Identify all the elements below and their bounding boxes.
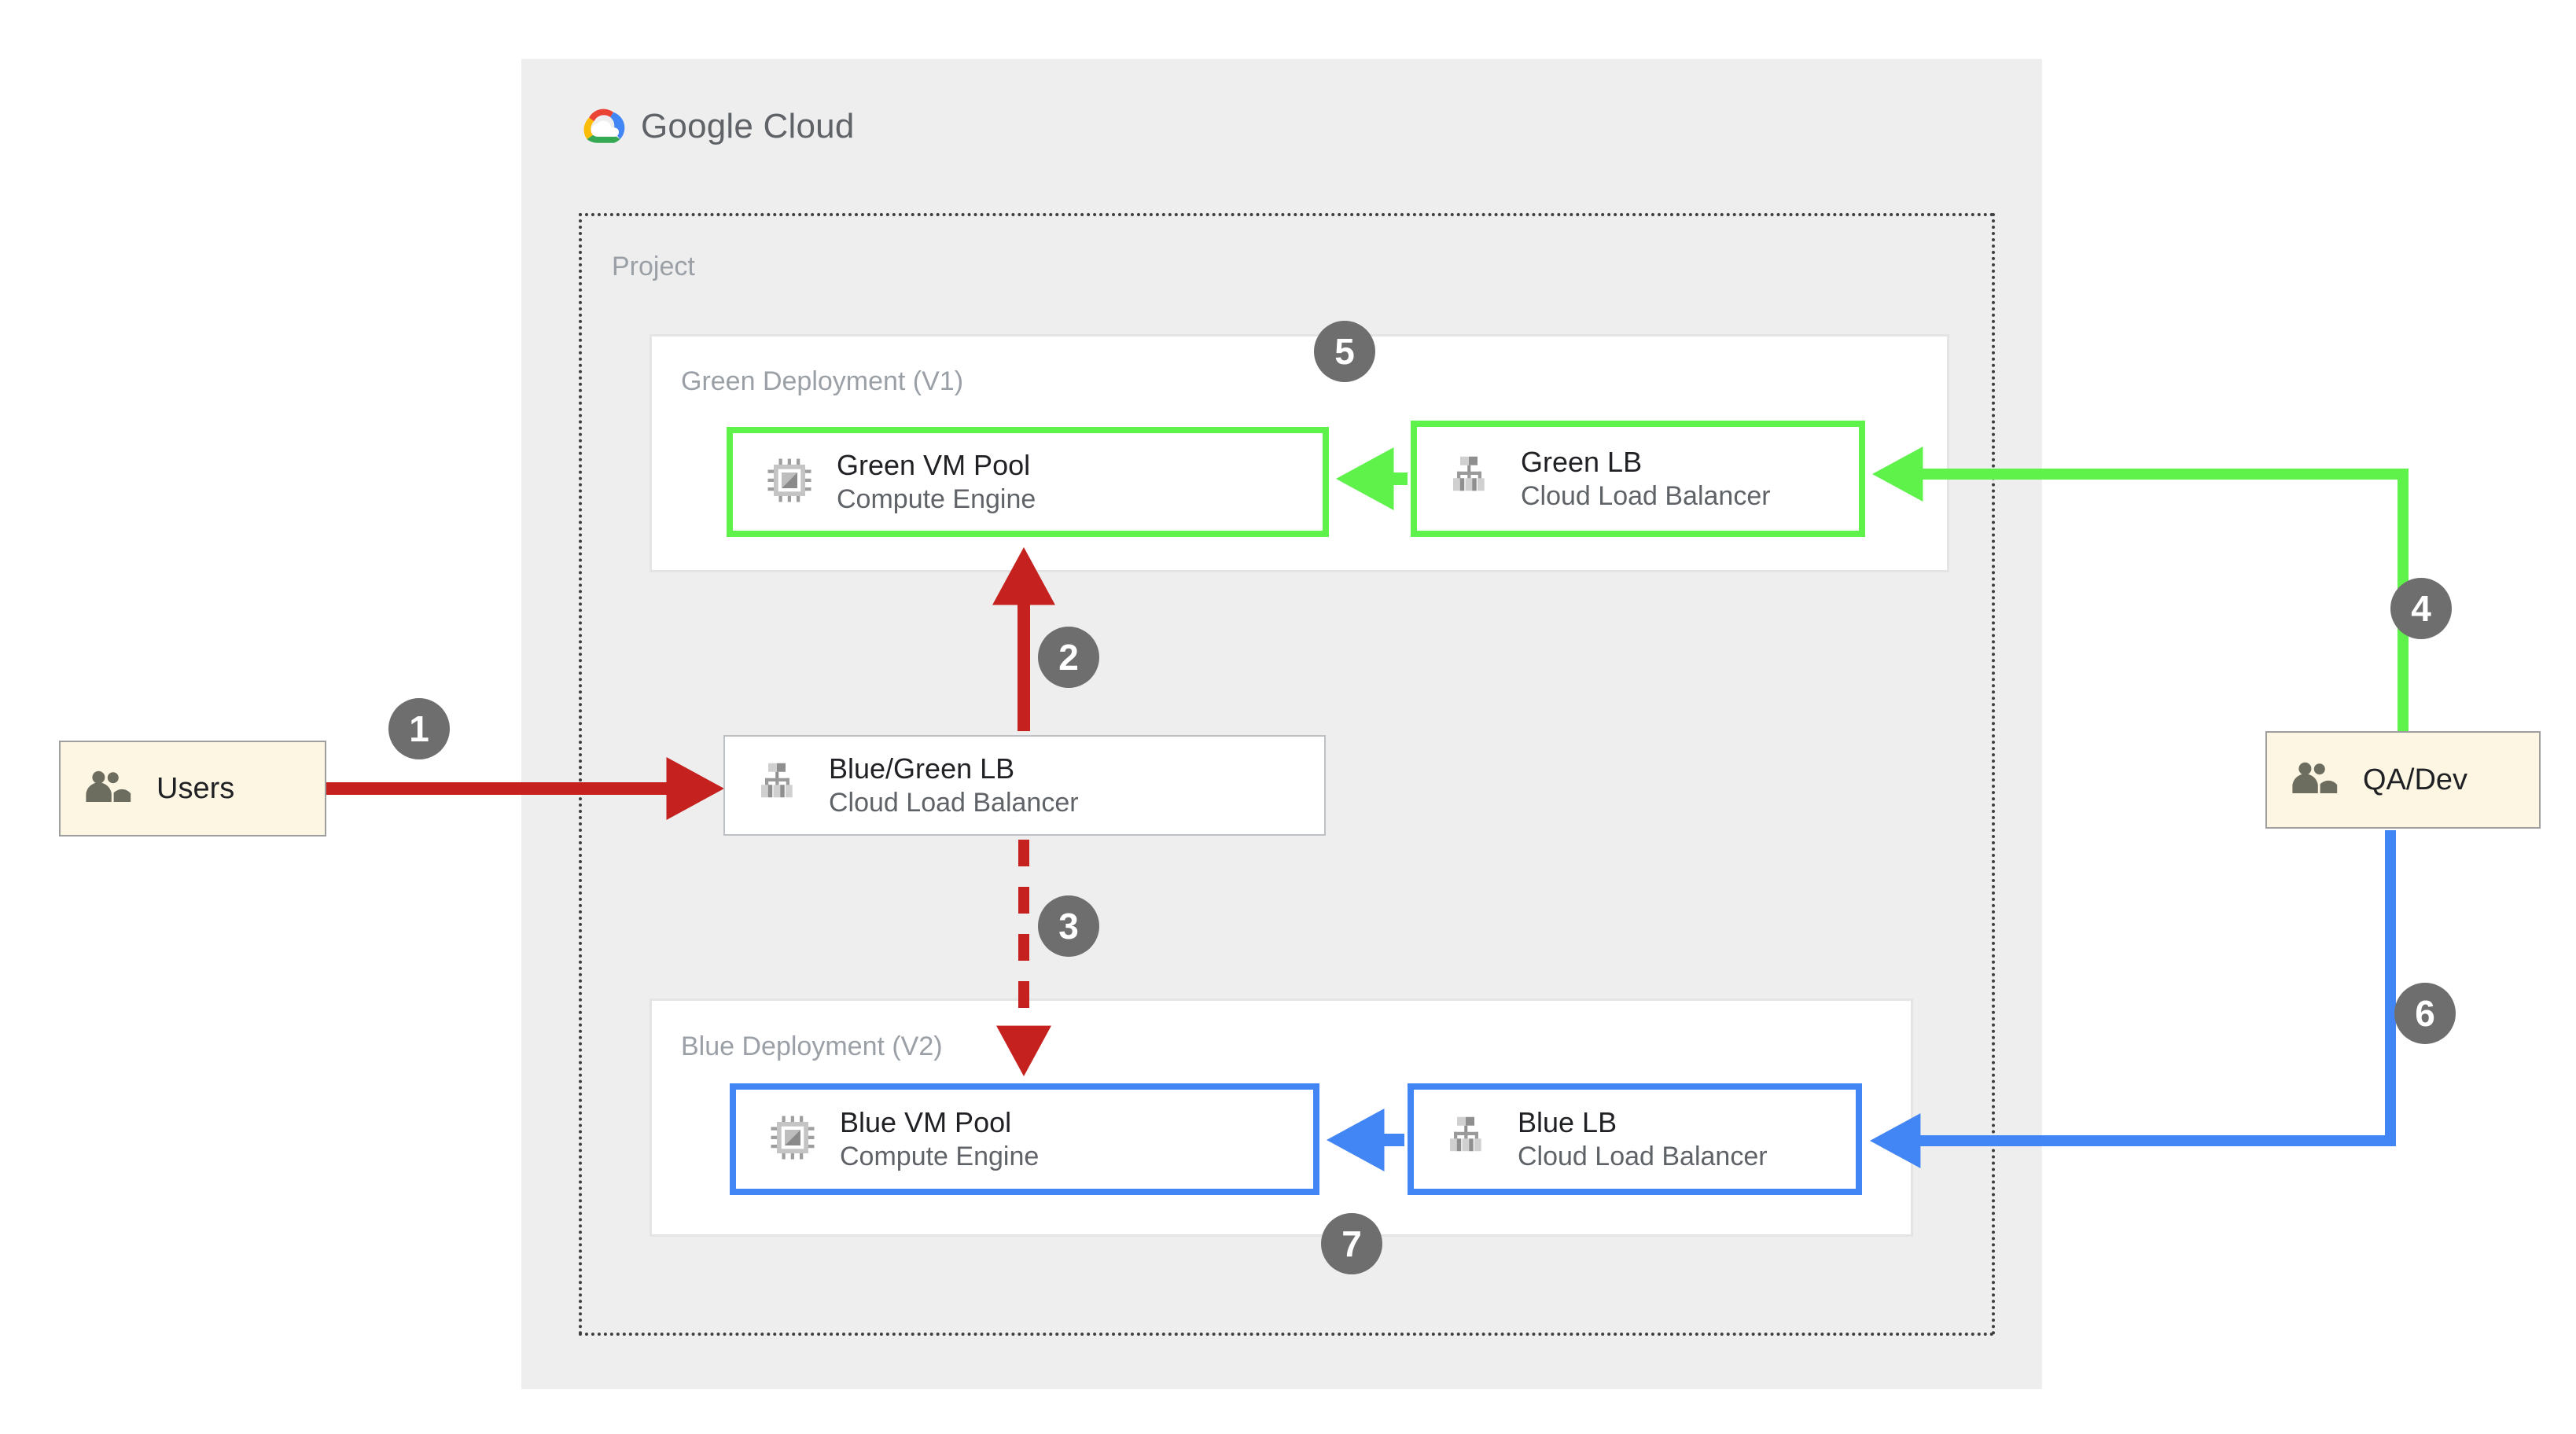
cloud-load-balancer-icon <box>1450 454 1497 504</box>
actor-label: QA/Dev <box>2363 763 2468 796</box>
google-cloud-mark-icon <box>583 108 625 143</box>
cloud-load-balancer-icon <box>758 761 805 811</box>
people-group-icon <box>84 770 133 807</box>
google-cloud-wordmark: Google Cloud <box>641 107 855 146</box>
card-title: Blue VM Pool <box>840 1106 1012 1139</box>
step-badge-5: 5 <box>1314 321 1375 382</box>
card-title: Green VM Pool <box>837 449 1031 482</box>
cloud-load-balancer-icon <box>1447 1115 1494 1164</box>
step-badge-4: 4 <box>2390 578 2452 639</box>
green-deployment-title: Green Deployment (V1) <box>681 366 964 396</box>
card-green-vm-pool[interactable]: Green VM Pool Compute Engine <box>727 427 1329 537</box>
card-subtitle: Compute Engine <box>837 484 1036 515</box>
card-title: Blue/Green LB <box>829 752 1015 785</box>
card-title: Blue LB <box>1518 1106 1617 1139</box>
card-blue-lb[interactable]: Blue LB Cloud Load Balancer <box>1408 1083 1862 1195</box>
compute-engine-chip-icon <box>766 457 813 508</box>
brand-google: Google <box>641 107 754 145</box>
compute-engine-chip-icon <box>769 1114 816 1165</box>
brand-cloud: Cloud <box>763 107 855 145</box>
actor-users[interactable]: Users <box>59 741 326 836</box>
blue-deployment-title: Blue Deployment (V2) <box>681 1031 943 1061</box>
step-badge-2: 2 <box>1038 627 1099 688</box>
project-boundary <box>579 213 1995 1336</box>
card-title: Green LB <box>1521 446 1643 479</box>
actor-qa-dev[interactable]: QA/Dev <box>2265 731 2541 829</box>
people-group-icon <box>2291 762 2339 799</box>
step-badge-7: 7 <box>1321 1213 1382 1274</box>
step-badge-6: 6 <box>2394 983 2456 1044</box>
card-subtitle: Cloud Load Balancer <box>1518 1142 1768 1172</box>
card-subtitle: Cloud Load Balancer <box>829 788 1079 818</box>
step-badge-3: 3 <box>1038 895 1099 957</box>
card-subtitle: Compute Engine <box>840 1142 1040 1172</box>
google-cloud-logo: Google Cloud <box>580 106 855 147</box>
project-label: Project <box>612 252 695 281</box>
card-subtitle: Cloud Load Balancer <box>1521 481 1771 512</box>
card-blue-vm-pool[interactable]: Blue VM Pool Compute Engine <box>730 1083 1319 1195</box>
actor-label: Users <box>156 771 235 805</box>
step-badge-1: 1 <box>388 698 450 759</box>
card-green-lb[interactable]: Green LB Cloud Load Balancer <box>1411 421 1865 537</box>
card-bluegreen-lb[interactable]: Blue/Green LB Cloud Load Balancer <box>723 735 1326 836</box>
